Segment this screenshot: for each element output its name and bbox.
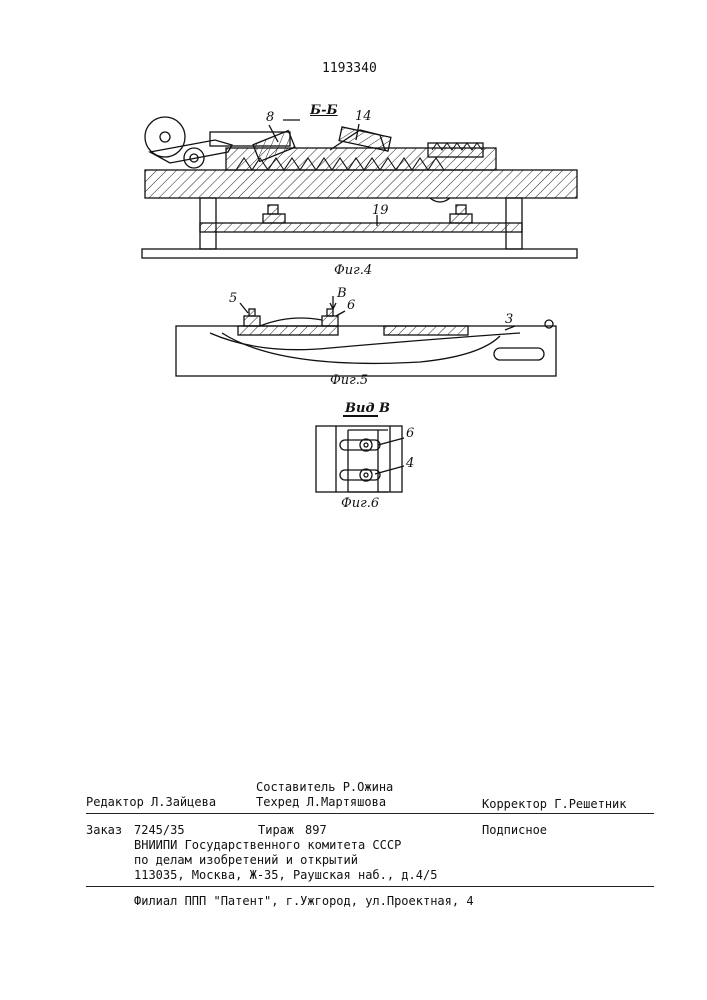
divider-top — [86, 813, 654, 814]
org-line-2: по делам изобретений и открытий — [134, 853, 358, 867]
callout-4: 4 — [406, 456, 414, 471]
branch-address: Филиал ППП "Патент", г.Ужгород, ул.Проек… — [134, 894, 474, 908]
figure-5-drawing — [176, 296, 556, 376]
compiler: Составитель Р.Ожина — [256, 780, 393, 794]
corrector: Корректор Г.Решетник — [482, 797, 627, 811]
fig6-caption: Фиг.6 — [341, 496, 379, 511]
fig5-caption: Фиг.5 — [330, 373, 368, 388]
section-label: Б-Б — [310, 103, 338, 118]
callout-19: 19 — [372, 203, 389, 218]
order-label: Заказ — [86, 823, 122, 837]
org-line-1: ВНИИПИ Государственного комитета СССР — [134, 838, 401, 852]
callout-V: В — [337, 286, 347, 301]
subscription: Подписное — [482, 823, 547, 837]
techred: Техред Л.Мартяшова — [256, 795, 386, 809]
editor: Редактор Л.Зайцева — [86, 795, 216, 809]
order-number: 7245/35 — [134, 823, 185, 837]
callout-8: 8 — [266, 110, 274, 125]
circulation-label: Тираж — [258, 823, 294, 837]
callout-6b: 6 — [406, 426, 414, 441]
figure-4-drawing — [142, 117, 577, 258]
callout-14: 14 — [355, 109, 372, 124]
circulation-value: 897 — [305, 823, 327, 837]
figure-6-drawing — [316, 416, 404, 492]
fig6-title: Вид В — [345, 401, 390, 416]
callout-5: 5 — [229, 291, 237, 306]
callout-3: 3 — [505, 312, 513, 327]
callout-6: 6 — [347, 298, 355, 313]
fig4-caption: Фиг.4 — [334, 263, 372, 278]
org-line-3: 113035, Москва, Ж-35, Раушская наб., д.4… — [134, 868, 437, 882]
divider-bottom — [86, 886, 654, 887]
